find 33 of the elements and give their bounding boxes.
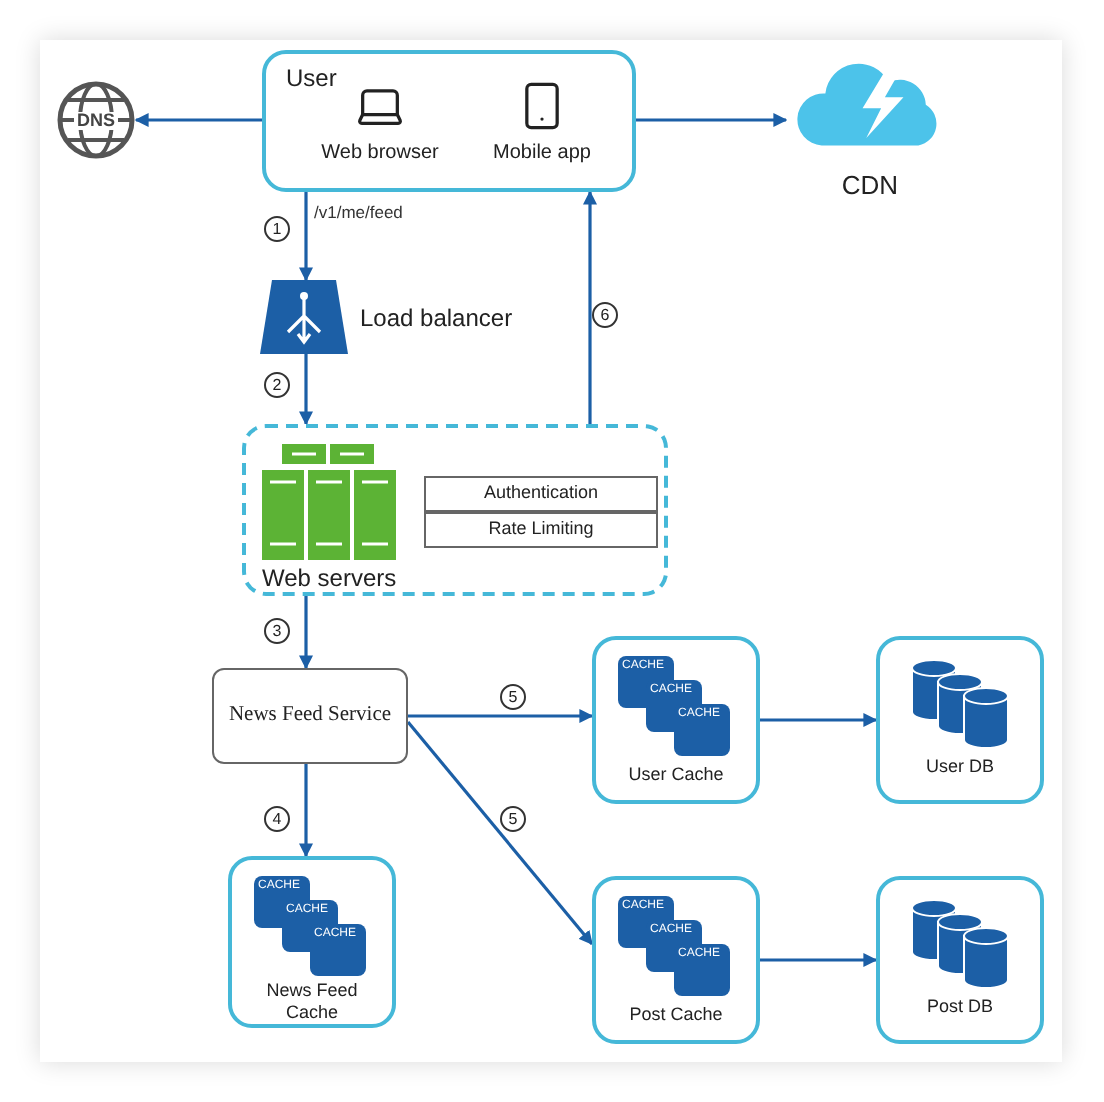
arrow xyxy=(299,192,313,282)
arrow xyxy=(636,113,788,127)
node-label: Post Cache xyxy=(627,1004,725,1026)
node-label: News Feed Cache xyxy=(264,980,360,1024)
arrow xyxy=(299,596,313,670)
arrow xyxy=(760,713,878,727)
arrow xyxy=(299,764,313,858)
cache-box xyxy=(592,636,760,804)
table-cell: Rate Limiting xyxy=(424,512,658,548)
user-box xyxy=(262,50,636,192)
arrow xyxy=(406,720,594,946)
url-path-label: /v1/me/feed xyxy=(314,200,403,226)
box-title: User xyxy=(286,62,337,96)
arrow xyxy=(408,709,594,723)
database-box xyxy=(876,876,1044,1044)
arrow xyxy=(299,354,313,426)
group-label: Web servers xyxy=(262,562,397,596)
arrow xyxy=(760,953,878,967)
cache-box xyxy=(592,876,760,1044)
table-cell: Authentication xyxy=(424,476,658,512)
node-label: Load balancer xyxy=(360,301,513,335)
cache-box xyxy=(228,856,396,1028)
node-label: Post DB xyxy=(924,996,995,1018)
device-label: Web browser xyxy=(321,140,439,168)
device-label: Mobile app xyxy=(493,140,591,168)
arrow xyxy=(134,113,262,127)
node-label: User DB xyxy=(923,756,996,778)
cdn-label: CDN xyxy=(841,167,899,203)
web-server-group xyxy=(242,424,668,596)
node-label: User Cache xyxy=(626,764,726,786)
arrow xyxy=(583,190,597,424)
service-box: News Feed Service xyxy=(212,668,408,764)
database-box xyxy=(876,636,1044,804)
